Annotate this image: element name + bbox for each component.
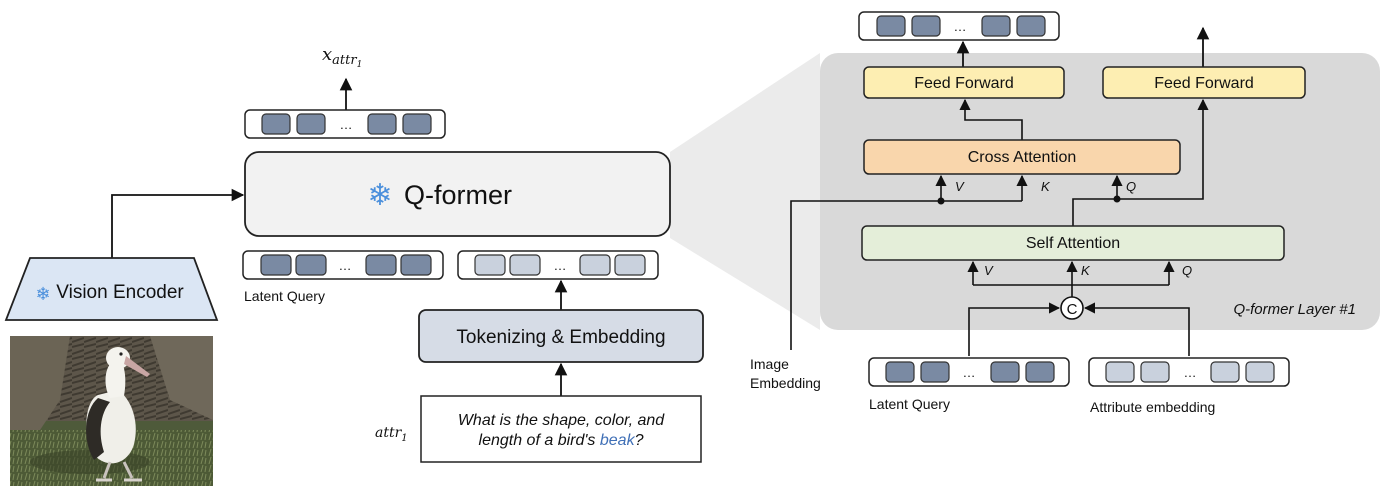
snowflake-icon: ❄	[35, 284, 50, 305]
attribute-embedding-label: Attribute embedding	[1090, 399, 1215, 415]
image-embedding-line	[790, 200, 1022, 350]
svg-text:Feed Forward: Feed Forward	[914, 75, 1014, 92]
token	[261, 113, 291, 135]
bird-image	[10, 336, 213, 486]
vision-to-qformer-arrow	[111, 188, 245, 258]
ca-to-ff-arrow	[959, 98, 1023, 140]
svg-text:Feed Forward: Feed Forward	[1154, 75, 1254, 92]
token	[1016, 15, 1046, 37]
svg-text:Cross Attention: Cross Attention	[968, 149, 1077, 166]
right-latent-query-bar: …	[868, 357, 1070, 387]
question-box: What is the shape, color, and length of …	[420, 395, 702, 463]
bird-neck	[105, 362, 126, 398]
attribute-token-bar: …	[457, 250, 659, 280]
sa-k-label: K	[1081, 263, 1091, 278]
ca-k-label: K	[1041, 179, 1051, 194]
qformer-label: Q-former	[404, 180, 512, 210]
tokenizer-block: Tokenizing & Embedding	[418, 309, 704, 363]
zoom-projection	[670, 53, 820, 330]
bird-beak	[124, 356, 150, 377]
self-attention-block: Self Attention	[861, 225, 1285, 261]
layer-output-token-bar: …	[858, 11, 1060, 41]
token	[400, 254, 432, 276]
sa-to-q-line	[1072, 98, 1209, 226]
svg-text:Self Attention: Self Attention	[1026, 235, 1120, 252]
vision-encoder-block: ❄ Vision Encoder	[4, 257, 219, 321]
token	[885, 361, 915, 383]
token	[402, 113, 432, 135]
sa-q-label: Q	[1182, 263, 1192, 278]
ellipsis: …	[1184, 365, 1197, 380]
ca-q-label: Q	[1126, 179, 1136, 194]
latent-query-token-bar: …	[242, 250, 444, 280]
output-subscript: attr	[332, 53, 357, 68]
token	[579, 254, 611, 276]
ca-v-label: V	[955, 179, 965, 194]
token	[295, 254, 327, 276]
ellipsis: …	[963, 365, 976, 380]
ellipsis: …	[339, 258, 352, 273]
image-embedding-label-line2: Embedding	[750, 375, 821, 391]
attr-label: attr1	[375, 425, 408, 444]
token	[1140, 361, 1170, 383]
tokenizer-label: Tokenizing & Embedding	[456, 327, 665, 348]
bird-legs	[102, 461, 134, 479]
ellipsis: …	[954, 19, 967, 34]
junction-dot	[1113, 195, 1121, 203]
feed-forward-left: Feed Forward	[863, 66, 1065, 99]
junction-dot	[937, 197, 945, 205]
vision-encoder-label: Vision Encoder	[56, 282, 184, 303]
attribute-embedding-bar: …	[1088, 357, 1290, 387]
cross-attention-block: Cross Attention	[863, 139, 1181, 175]
token	[296, 113, 326, 135]
layer-caption: Q-former Layer #1	[1233, 301, 1356, 318]
attr-to-concat-arrow	[1083, 302, 1190, 356]
output-label: xattr1	[322, 44, 362, 70]
token	[990, 361, 1020, 383]
output-x: x	[322, 44, 332, 65]
feed-forward-right: Feed Forward	[1102, 66, 1306, 99]
concat-node: C	[1060, 296, 1084, 320]
token	[365, 254, 397, 276]
qformer-block: ❄ Q-former	[244, 151, 671, 237]
bird-head	[106, 347, 130, 369]
image-embedding-label-line1: Image	[750, 356, 789, 372]
token	[876, 15, 906, 37]
svg-text:C: C	[1067, 301, 1078, 318]
latent-query-label: Latent Query	[244, 288, 325, 304]
snowflake-icon: ❄	[367, 178, 392, 213]
token	[911, 15, 941, 37]
latent-to-concat-arrow	[968, 302, 1061, 356]
token	[1105, 361, 1135, 383]
token	[614, 254, 646, 276]
output-subsub: 1	[357, 60, 363, 70]
question-line2: length of a bird's beak?	[479, 432, 644, 449]
question-highlight: beak	[600, 432, 636, 449]
output-token-bar: …	[244, 109, 446, 139]
token	[509, 254, 541, 276]
token	[1245, 361, 1275, 383]
bird-wing	[86, 398, 110, 460]
ellipsis: …	[554, 258, 567, 273]
right-latent-query-label: Latent Query	[869, 396, 950, 412]
token	[474, 254, 506, 276]
question-line1: What is the shape, color, and	[458, 412, 665, 429]
token	[981, 15, 1011, 37]
token	[1025, 361, 1055, 383]
token	[1210, 361, 1240, 383]
ellipsis: …	[340, 117, 353, 132]
token	[920, 361, 950, 383]
sa-v-label: V	[984, 263, 994, 278]
token	[260, 254, 292, 276]
token	[367, 113, 397, 135]
